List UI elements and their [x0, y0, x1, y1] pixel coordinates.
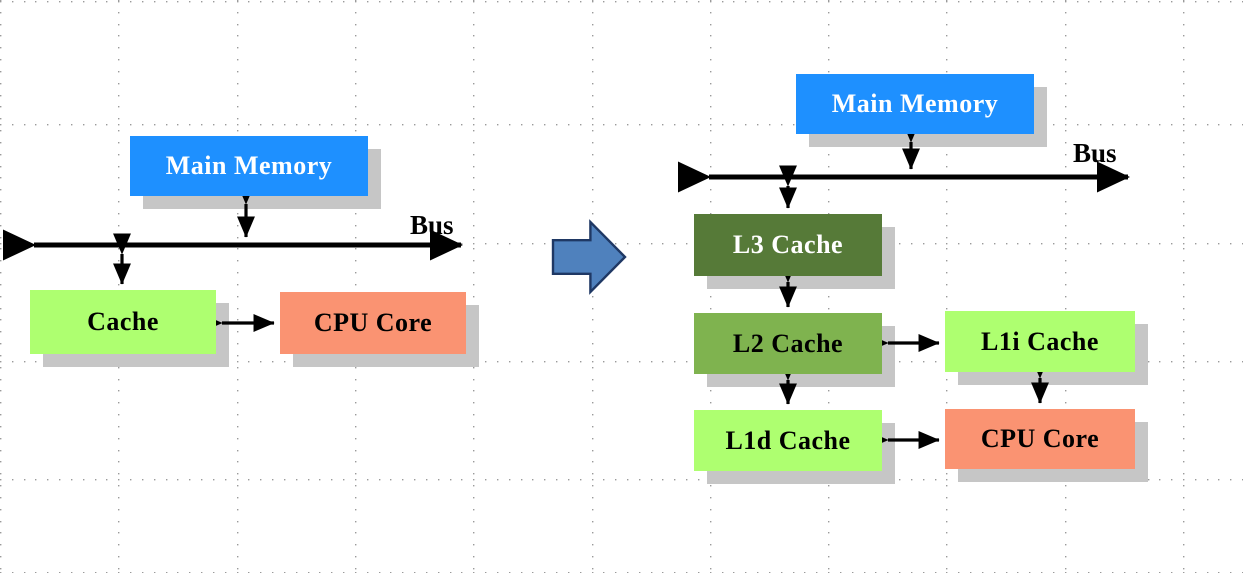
l3-cache-box[interactable]: L3 Cache	[694, 214, 882, 276]
bus-label-right: Bus	[1073, 138, 1117, 168]
cpu-core-2-box[interactable]: CPU Core	[945, 409, 1135, 469]
cache-box[interactable]: Cache	[30, 290, 216, 354]
l1d-cache-box[interactable]: L1d Cache	[694, 410, 882, 471]
main-memory-label: Main Memory	[165, 151, 333, 180]
l2-cache-box[interactable]: L2 Cache	[694, 313, 882, 374]
main-memory-2-box[interactable]: Main Memory	[796, 74, 1034, 134]
main-memory-2-label: Main Memory	[831, 89, 999, 118]
cache-label: Cache	[87, 307, 159, 336]
main-memory-box[interactable]: Main Memory	[130, 136, 368, 196]
bus-label-left: Bus	[410, 210, 454, 240]
l3-cache-label: L3 Cache	[732, 230, 844, 259]
l1i-cache-box[interactable]: L1i Cache	[945, 311, 1135, 372]
l1i-cache-label: L1i Cache	[981, 326, 1099, 356]
l2-cache-label: L2 Cache	[732, 328, 844, 358]
transition-arrow-icon	[551, 219, 627, 295]
cpu-core-2-label: CPU Core	[980, 424, 1100, 453]
l1d-cache-label: L1d Cache	[725, 425, 851, 455]
cpu-core-label: CPU Core	[313, 308, 433, 337]
cpu-core-box[interactable]: CPU Core	[280, 292, 466, 354]
